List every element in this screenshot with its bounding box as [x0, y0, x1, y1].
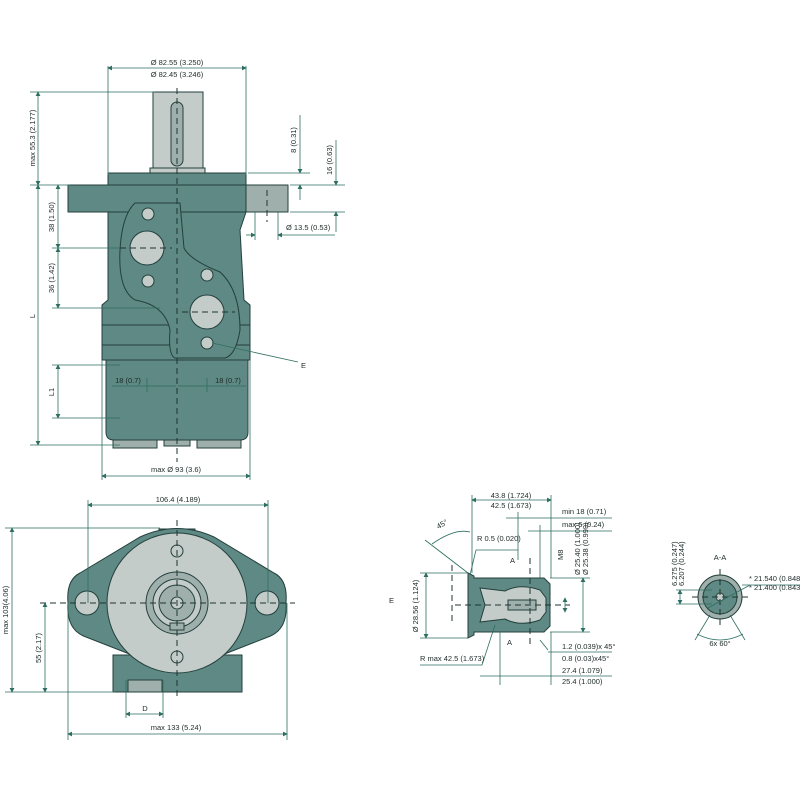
dim-port-36: 36 (1.42)	[47, 262, 56, 293]
dim-shaft-length: max 55.3 (2.177)	[28, 109, 37, 166]
bolt-hole	[200, 268, 214, 282]
label-e-front: E	[389, 596, 394, 605]
drain-port-e	[200, 336, 214, 350]
dim-max-6: max 6 (0.24)	[562, 520, 605, 529]
front-view: 106.4 (4.189) max 103(4.06) 55 (2.17) D …	[1, 495, 394, 740]
dim-length-l1: L1	[47, 388, 56, 396]
dim-angle-45: 45°	[435, 517, 449, 530]
dim-offset-left: 18 (0.7)	[115, 376, 141, 385]
dim-spline-angle: 6x 60°	[709, 639, 730, 648]
section-mark-a-top: A	[510, 556, 515, 565]
dim-width: max 133 (5.24)	[151, 723, 202, 732]
dim-dia-28-56: Ø 28.56 (1.124)	[411, 579, 420, 632]
dim-length-42-5: 42.5 (1.673)	[491, 501, 532, 510]
dim-chamfer-1: 1.2 (0.039)x 45°	[562, 642, 615, 651]
dim-flange-8: 8 (0.31)	[289, 127, 298, 153]
dim-height: max 103(4.06)	[1, 585, 10, 634]
dim-offset-right: 18 (0.7)	[215, 376, 241, 385]
section-title: A-A	[714, 553, 727, 562]
label-e: E	[301, 361, 306, 370]
dim-dia-25-40: Ø 25.40 (1.000)	[573, 522, 582, 575]
flange-ear	[245, 184, 289, 213]
dim-chamfer-2: 0.8 (0.03)x45°	[562, 654, 609, 663]
bolt-hole	[141, 207, 155, 221]
threaded-hole	[507, 599, 537, 611]
port-d	[127, 679, 163, 693]
dim-port-38: 38 (1.50)	[47, 201, 56, 232]
dim-hole-diameter: Ø 13.5 (0.53)	[286, 223, 331, 232]
section-aa: A-A 6.275 (0.247) 6.207 (0.244) * 21.540…	[670, 541, 800, 648]
dim-length-27-4: 27.4 (1.079)	[562, 666, 603, 675]
dim-key-6-275: 6.275 (0.247)	[670, 541, 679, 586]
dim-min-18: min 18 (0.71)	[562, 507, 607, 516]
dim-hole-spacing: 106.4 (4.189)	[156, 495, 201, 504]
dim-diameter-max: Ø 82.55 (3.250)	[151, 58, 204, 67]
section-mark-a-bottom: A	[507, 638, 512, 647]
dim-radius-max: R max 42.5 (1.673)	[420, 654, 485, 663]
dim-center-height: 55 (2.17)	[34, 632, 43, 663]
dim-key-6-207: 6.207 (0.244)	[677, 541, 686, 586]
dim-spline-21-540: * 21.540 (0.848)	[749, 574, 800, 583]
thread-m8: M8	[556, 550, 565, 560]
dim-radius-small: R 0.5 (0.020)	[477, 534, 521, 543]
dim-port-d: D	[142, 704, 148, 713]
dim-length-l: L	[28, 314, 37, 318]
dim-diameter-min: Ø 82.45 (3.246)	[151, 70, 204, 79]
dim-length-25-4: 25.4 (1.000)	[562, 677, 603, 686]
dim-body-diameter: max Ø 93 (3.6)	[151, 465, 202, 474]
bolt-hole	[141, 274, 155, 288]
dim-dia-25-38: Ø 25.38 (0.999)	[581, 522, 590, 575]
dim-spline-21-400: * 21.400 (0.843)	[749, 583, 800, 592]
shaft-detail: 43.8 (1.724) 42.5 (1.673) min 18 (0.71) …	[411, 491, 615, 686]
dim-length-43-8: 43.8 (1.724)	[491, 491, 532, 500]
side-view: Ø 82.55 (3.250) Ø 82.45 (3.246) max 55.3…	[28, 58, 345, 480]
dim-flange-16: 16 (0.63)	[325, 144, 334, 175]
